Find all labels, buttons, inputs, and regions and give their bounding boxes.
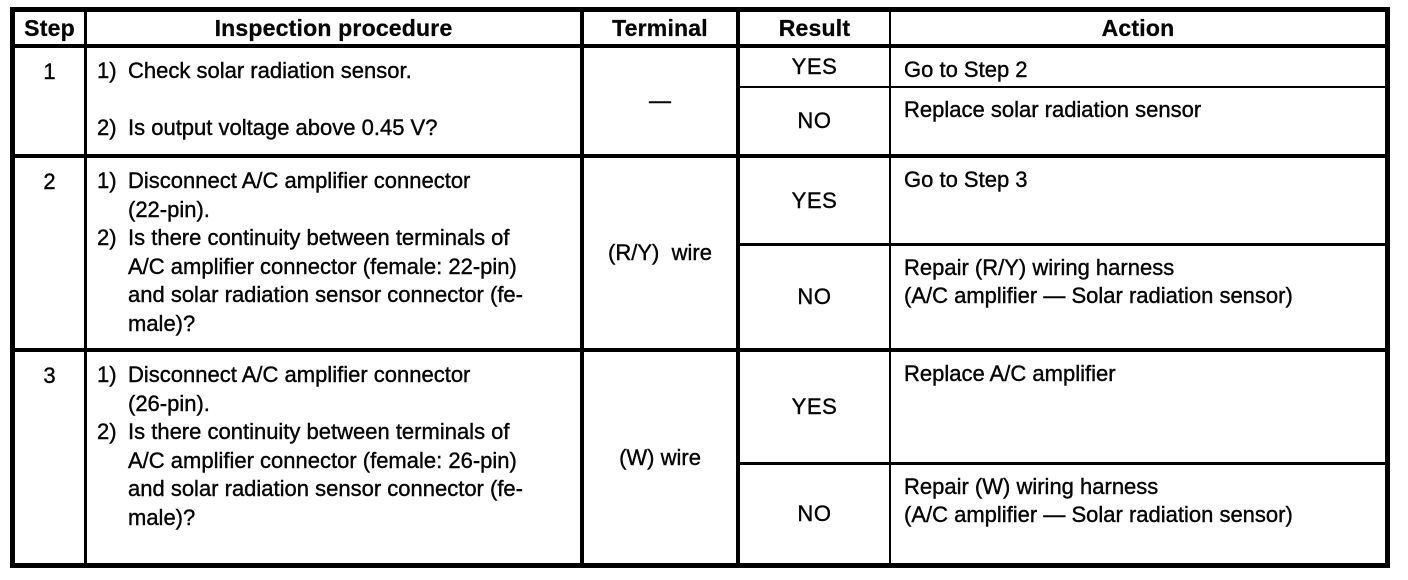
- header-terminal: Terminal: [584, 12, 740, 48]
- row-1-procedure: 1) Check solar radiation sensor. 2) Is o…: [87, 48, 584, 158]
- row-2-action-no: Repair (R/Y) wiring harness (A/C amplifi…: [891, 246, 1385, 352]
- row-3-action-yes: Replace A/C amplifier: [891, 352, 1385, 465]
- row-1-result-no: NO: [740, 88, 891, 158]
- procedure-text: Is output voltage above 0.45 V?: [128, 114, 438, 140]
- row-1-procedure-item-1: 1) Check solar radiation sensor.: [97, 57, 574, 86]
- row-1-step-number: 1: [15, 48, 87, 158]
- list-marker: 1): [97, 362, 117, 387]
- procedure-text: Is there continuity between terminals of…: [128, 225, 523, 336]
- procedure-text: Is there continuity between terminals of…: [128, 419, 523, 530]
- row-2-step-number: 2: [15, 158, 87, 352]
- row-1-action-no: Replace solar radiation sensor: [891, 88, 1385, 158]
- row-2-procedure-item-1: 1) Disconnect A/C amplifier connector (2…: [97, 167, 574, 224]
- list-marker: 2): [97, 225, 117, 250]
- row-3-result-yes: YES: [740, 352, 891, 465]
- row-3-result-no: NO: [740, 465, 891, 563]
- row-3-terminal: (W) wire: [584, 352, 740, 563]
- row-2-result-no: NO: [740, 246, 891, 352]
- list-marker: 2): [97, 419, 117, 444]
- row-3-step-number: 3: [15, 352, 87, 563]
- row-3-procedure-item-1: 1) Disconnect A/C amplifier connector (2…: [97, 361, 574, 418]
- row-2-procedure: 1) Disconnect A/C amplifier connector (2…: [87, 158, 584, 352]
- row-2-result-yes: YES: [740, 158, 891, 246]
- list-marker: 1): [97, 58, 117, 83]
- list-marker: 1): [97, 168, 117, 193]
- procedure-text: Disconnect A/C amplifier connector (22-p…: [128, 168, 471, 222]
- row-1-result-yes: YES: [740, 48, 891, 88]
- procedure-text: Check solar radiation sensor.: [128, 58, 412, 83]
- list-marker: 2): [97, 114, 117, 140]
- inspection-table: Step Inspection procedure Terminal Resul…: [10, 7, 1390, 568]
- row-3-procedure: 1) Disconnect A/C amplifier connector (2…: [87, 352, 584, 563]
- row-1-procedure-item-2: 2) Is output voltage above 0.45 V?: [97, 114, 574, 143]
- row-1-action-yes: Go to Step 2: [891, 48, 1385, 88]
- row-3-action-no: Repair (W) wiring harness (A/C amplifier…: [891, 465, 1385, 563]
- header-result: Result: [740, 12, 891, 48]
- row-3-procedure-item-2: 2) Is there continuity between terminals…: [97, 418, 574, 532]
- header-step: Step: [15, 12, 87, 48]
- header-action: Action: [891, 12, 1385, 48]
- row-2-action-yes: Go to Step 3: [891, 158, 1385, 246]
- row-1-terminal: —: [584, 48, 740, 158]
- row-2-procedure-item-2: 2) Is there continuity between terminals…: [97, 224, 574, 338]
- row-2-terminal: (R/Y) wire: [584, 158, 740, 352]
- procedure-text: Disconnect A/C amplifier connector (26-p…: [128, 362, 471, 416]
- header-inspection-procedure: Inspection procedure: [87, 12, 584, 48]
